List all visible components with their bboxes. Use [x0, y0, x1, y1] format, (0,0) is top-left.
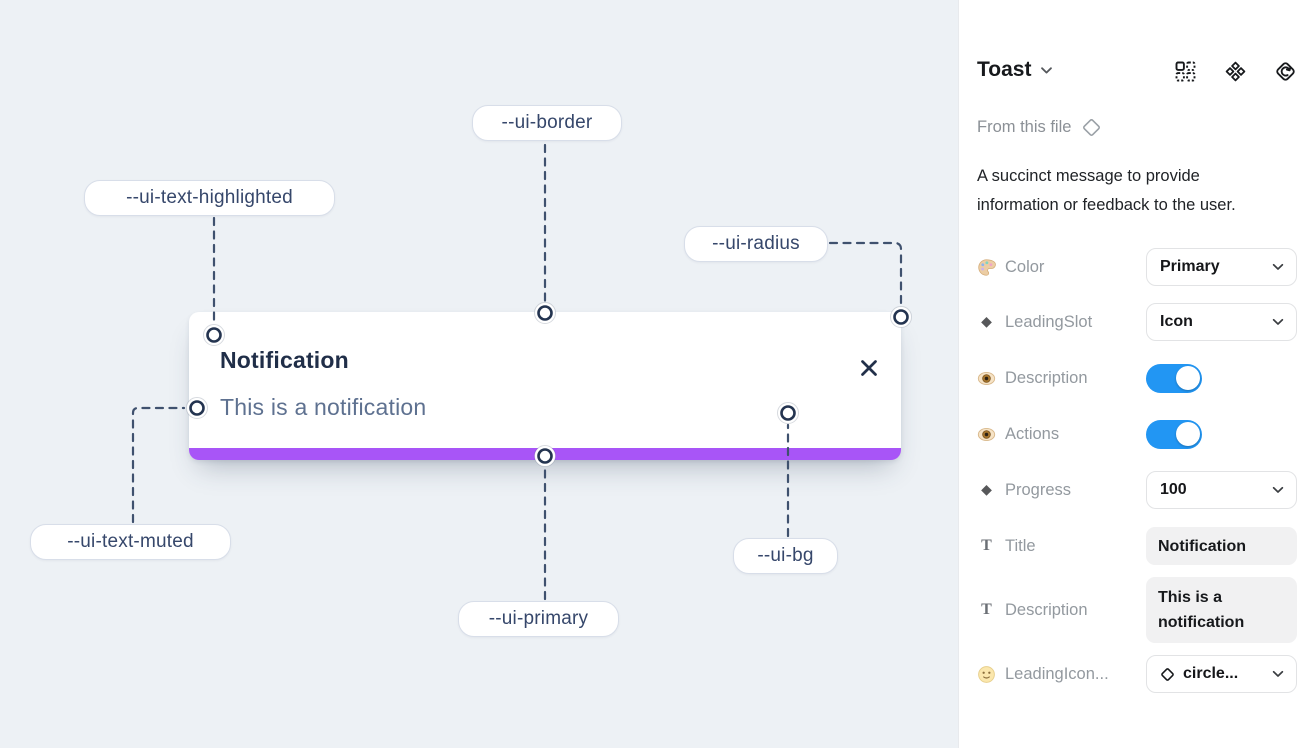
description-field[interactable]: This is a notification [1146, 577, 1297, 643]
property-row-leadingslot: ◆ LeadingSlot Icon [977, 303, 1297, 341]
text-type-icon: T [981, 601, 992, 618]
property-label: Actions [1005, 424, 1060, 443]
description-toggle[interactable] [1146, 363, 1202, 393]
property-label: Description [1005, 600, 1088, 619]
property-row-description-text: T Description This is a notification [977, 577, 1297, 643]
progress-select[interactable]: 100 [1146, 471, 1297, 509]
property-row-title: T Title Notification [977, 527, 1297, 565]
diamond-outline-icon [1083, 119, 1101, 136]
component-properties-icon[interactable] [1174, 60, 1197, 83]
title-field[interactable]: Notification [1146, 527, 1297, 565]
chevron-down-icon [1272, 263, 1284, 270]
property-label: LeadingSlot [1005, 312, 1093, 331]
chevron-down-icon [1272, 670, 1284, 677]
leadingicon-select[interactable]: circle... [1146, 655, 1297, 693]
panel-title: Toast [977, 58, 1032, 81]
close-icon[interactable] [857, 356, 881, 380]
leadingslot-select[interactable]: Icon [1146, 303, 1297, 341]
smiley-face-icon [977, 665, 996, 684]
property-row-description-toggle: Description [977, 359, 1297, 397]
variants-icon[interactable] [1224, 60, 1247, 83]
property-label: Title [1005, 536, 1036, 555]
toast-title: Notification [220, 347, 349, 373]
variable-label-ui-primary[interactable]: --ui-primary [458, 601, 619, 637]
chevron-down-icon [1272, 318, 1284, 325]
eye-icon [977, 425, 996, 444]
property-row-actions-toggle: Actions [977, 415, 1297, 453]
variable-label-ui-text-highlighted[interactable]: --ui-text-highlighted [84, 180, 335, 216]
toast-progress-bar [189, 448, 901, 460]
color-select[interactable]: Primary [1146, 248, 1297, 286]
diamond-outline-icon [1161, 667, 1174, 681]
toast-description: This is a notification [220, 394, 427, 420]
property-row-leadingicon: LeadingIcon... circle... [977, 654, 1297, 694]
palette-icon [977, 258, 996, 277]
component-title-dropdown[interactable]: Toast [977, 58, 1053, 82]
property-row-progress: ◆ Progress 100 [977, 471, 1297, 509]
swap-instance-icon[interactable] [1274, 60, 1297, 83]
property-label: Progress [1005, 480, 1072, 499]
property-label: Color [1005, 257, 1045, 276]
chevron-down-icon [1272, 486, 1284, 493]
variable-label-ui-bg[interactable]: --ui-bg [733, 538, 838, 574]
actions-toggle[interactable] [1146, 419, 1202, 449]
variable-label-ui-radius[interactable]: --ui-radius [684, 226, 828, 262]
chevron-down-icon [1041, 66, 1053, 73]
source-label: From this file [977, 118, 1072, 136]
design-canvas[interactable]: Notification This is a notification --ui… [0, 0, 958, 748]
eye-icon [977, 369, 996, 388]
toast-component[interactable]: Notification This is a notification [189, 312, 901, 460]
variable-label-ui-text-muted[interactable]: --ui-text-muted [30, 524, 231, 560]
property-label: Description [1005, 368, 1088, 387]
variable-label-ui-border[interactable]: --ui-border [472, 105, 622, 141]
property-row-color: Color Primary [977, 248, 1297, 286]
component-description: A succinct message to provide informatio… [977, 167, 1236, 214]
properties-panel: Toast From thi [958, 0, 1312, 748]
diamond-icon: ◆ [981, 482, 992, 498]
diamond-icon: ◆ [981, 314, 992, 330]
property-label: LeadingIcon... [1005, 664, 1109, 683]
text-type-icon: T [981, 537, 992, 554]
